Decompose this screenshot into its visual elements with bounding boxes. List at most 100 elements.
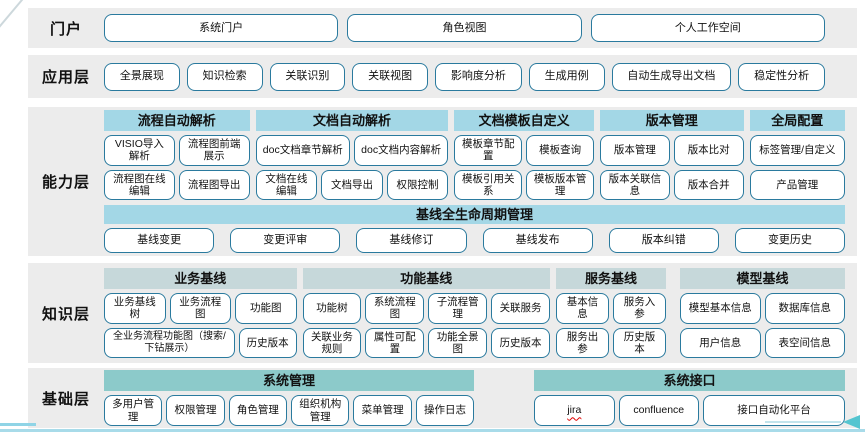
layer-label-foundation: 基础层 <box>41 390 90 408</box>
item-button[interactable]: 关联业务规则 <box>302 327 362 358</box>
layer-label-application: 应用层 <box>41 69 90 86</box>
layer-band-capability: 能力层 流程自动解析 VISIO导入解析流程图前端展示 流程图在线编辑流程图导出… <box>28 107 857 256</box>
item-button[interactable]: 版本关联信息 <box>600 169 670 200</box>
item-button[interactable]: 用户信息 <box>680 327 761 358</box>
portal-button-row: 系统门户角色视图个人工作空间 <box>104 14 825 42</box>
item-button[interactable]: 版本纠错 <box>608 227 719 253</box>
item-button[interactable]: 个人工作空间 <box>590 14 825 42</box>
group-header: 功能基线 <box>302 268 550 290</box>
bottom-left-line-decoration <box>0 423 36 426</box>
item-button[interactable]: 权限管理 <box>166 395 225 426</box>
item-button[interactable]: 权限控制 <box>386 169 449 200</box>
item-button[interactable]: 知识检索 <box>186 62 263 91</box>
item-button[interactable]: 流程图前端展示 <box>178 135 250 166</box>
item-button[interactable]: 全业务流程功能图（搜索/下钻展示） <box>104 327 235 358</box>
item-button[interactable]: 属性可配置 <box>365 327 425 358</box>
item-button[interactable]: doc文档章节解析 <box>255 135 350 166</box>
group-header: 业务基线 <box>104 268 297 290</box>
group-header: 基线全生命周期管理 <box>104 204 845 224</box>
arrow-line-decoration <box>765 421 841 423</box>
group-system-mgmt: 系统管理 多用户管理权限管理角色管理组织机构管理菜单管理操作日志 <box>104 370 475 426</box>
group-global-config: 全局配置 标签管理/自定义 产品管理 <box>749 110 845 200</box>
item-button[interactable]: 子流程管理 <box>428 293 488 324</box>
item-button[interactable]: 流程图在线编辑 <box>104 169 175 200</box>
item-button[interactable]: 关联识别 <box>269 62 346 91</box>
layer-label-portal: 门户 <box>49 20 82 38</box>
item-button[interactable]: 版本合并 <box>673 169 744 200</box>
item-button[interactable]: 版本管理 <box>600 135 670 166</box>
arrow-icon <box>843 415 860 429</box>
item-button[interactable]: 菜单管理 <box>353 395 412 426</box>
item-button[interactable]: 模型基本信息 <box>680 293 761 324</box>
item-button[interactable]: 变更评审 <box>230 227 341 253</box>
item-button[interactable]: 版本比对 <box>673 135 744 166</box>
item-button[interactable]: 历史版本 <box>491 327 550 358</box>
item-button[interactable]: jira <box>534 395 615 426</box>
item-button[interactable]: 基线修订 <box>356 227 467 253</box>
item-button[interactable]: 基线变更 <box>104 227 215 253</box>
group-service-baseline: 服务基线 基本信息服务入参 服务出参历史版本 <box>556 268 666 358</box>
item-button[interactable]: 功能图 <box>235 293 297 324</box>
item-button[interactable]: 文档导出 <box>321 169 383 200</box>
group-header: 文档自动解析 <box>255 110 449 132</box>
group-version-mgmt: 版本管理 版本管理版本比对 版本关联信息版本合并 <box>600 110 744 200</box>
item-button[interactable]: 模板查询 <box>526 135 594 166</box>
layer-band-knowledge: 知识层 业务基线 业务基线树业务流程图功能图 全业务流程功能图（搜索/下钻展示）… <box>28 263 857 363</box>
item-button[interactable]: 表空间信息 <box>764 327 845 358</box>
group-header: 文档模板自定义 <box>454 110 594 132</box>
layer-band-application: 应用层 全景展现知识检索关联识别关联视图影响度分析生成用例自动生成导出文档稳定性… <box>28 55 857 98</box>
group-baseline-lifecycle: 基线全生命周期管理 基线变更变更评审基线修订基线发布版本纠错变更历史 <box>104 204 846 253</box>
item-button[interactable]: doc文档内容解析 <box>353 135 449 166</box>
group-header: 服务基线 <box>556 268 666 290</box>
item-button[interactable]: 关联服务 <box>491 293 550 324</box>
group-function-baseline: 功能基线 功能树系统流程图子流程管理关联服务 关联业务规则属性可配置功能全景图历… <box>302 268 550 358</box>
item-button[interactable]: 功能树 <box>302 293 362 324</box>
group-header: 系统接口 <box>534 370 845 392</box>
item-button[interactable]: 业务基线树 <box>104 293 166 324</box>
item-button[interactable]: 关联视图 <box>352 62 428 91</box>
group-business-baseline: 业务基线 业务基线树业务流程图功能图 全业务流程功能图（搜索/下钻展示）历史版本 <box>104 268 297 358</box>
item-button[interactable]: 历史版本 <box>238 327 297 358</box>
item-button[interactable]: 全景展现 <box>104 62 180 91</box>
item-button[interactable]: 文档在线编辑 <box>255 169 318 200</box>
group-header: 全局配置 <box>749 110 845 132</box>
group-template-custom: 文档模板自定义 模板章节配置模板查询 模板引用关系模板版本管理 <box>454 110 594 200</box>
item-button[interactable]: 服务出参 <box>556 327 609 358</box>
group-process-parse: 流程自动解析 VISIO导入解析流程图前端展示 流程图在线编辑流程图导出 <box>104 110 250 200</box>
item-button[interactable]: 系统门户 <box>104 14 339 42</box>
item-button[interactable]: 功能全景图 <box>428 327 488 358</box>
item-button[interactable]: 自动生成导出文档 <box>611 62 732 91</box>
item-button[interactable]: confluence <box>618 395 699 426</box>
item-button[interactable]: 模板章节配置 <box>454 135 523 166</box>
item-button[interactable]: 稳定性分析 <box>738 62 825 91</box>
item-button[interactable]: 服务入参 <box>613 293 666 324</box>
item-button[interactable]: 角色视图 <box>347 14 582 42</box>
item-button[interactable]: 多用户管理 <box>104 395 163 426</box>
item-button[interactable]: 产品管理 <box>749 169 845 200</box>
item-button[interactable]: 角色管理 <box>228 395 288 426</box>
item-button[interactable]: 业务流程图 <box>169 293 231 324</box>
item-button[interactable]: 接口自动化平台 <box>702 395 846 426</box>
item-button[interactable]: 生成用例 <box>528 62 605 91</box>
item-button[interactable]: 变更历史 <box>734 227 846 253</box>
item-button[interactable]: 基线发布 <box>482 227 593 253</box>
item-button[interactable]: 模板引用关系 <box>454 169 523 200</box>
item-button[interactable]: 基本信息 <box>556 293 609 324</box>
item-button[interactable]: 系统流程图 <box>365 293 425 324</box>
item-button[interactable]: 影响度分析 <box>435 62 522 91</box>
item-button[interactable]: 流程图导出 <box>178 169 250 200</box>
bottom-line-decoration <box>0 429 865 432</box>
item-button[interactable]: 操作日志 <box>415 395 475 426</box>
group-header: 流程自动解析 <box>104 110 250 132</box>
item-button[interactable]: 标签管理/自定义 <box>749 135 845 166</box>
item-button[interactable]: 组织机构管理 <box>291 395 350 426</box>
layer-band-foundation: 基础层 系统管理 多用户管理权限管理角色管理组织机构管理菜单管理操作日志 系统接… <box>28 368 857 428</box>
item-button[interactable]: 模板版本管理 <box>526 169 594 200</box>
group-header: 模型基线 <box>680 268 845 290</box>
item-button[interactable]: VISIO导入解析 <box>104 135 175 166</box>
group-model-baseline: 模型基线 模型基本信息数据库信息 用户信息表空间信息 <box>680 268 845 358</box>
item-button[interactable]: 数据库信息 <box>764 293 845 324</box>
item-button[interactable]: 历史版本 <box>613 327 666 358</box>
